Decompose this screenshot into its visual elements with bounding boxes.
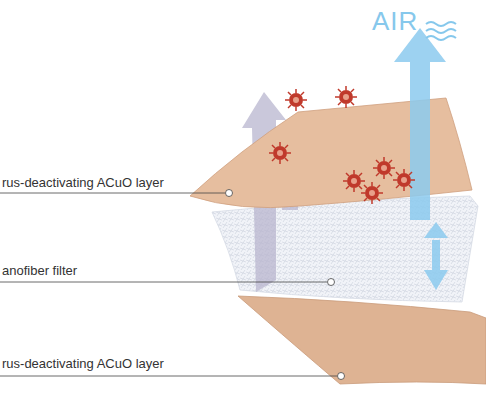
layer-label: anofiber filter [2,263,77,278]
virus-particles [269,86,415,204]
bottom-layer [238,296,486,384]
leader-lines [0,190,345,380]
air-waves [426,22,456,40]
layer-label: rus-deactivating ACuO layer [2,356,164,371]
air-arrows [394,28,450,290]
layer-label: rus-deactivating ACuO layer [2,175,164,190]
nanofiber-layer [212,196,478,302]
air-label: AIR [372,6,418,37]
